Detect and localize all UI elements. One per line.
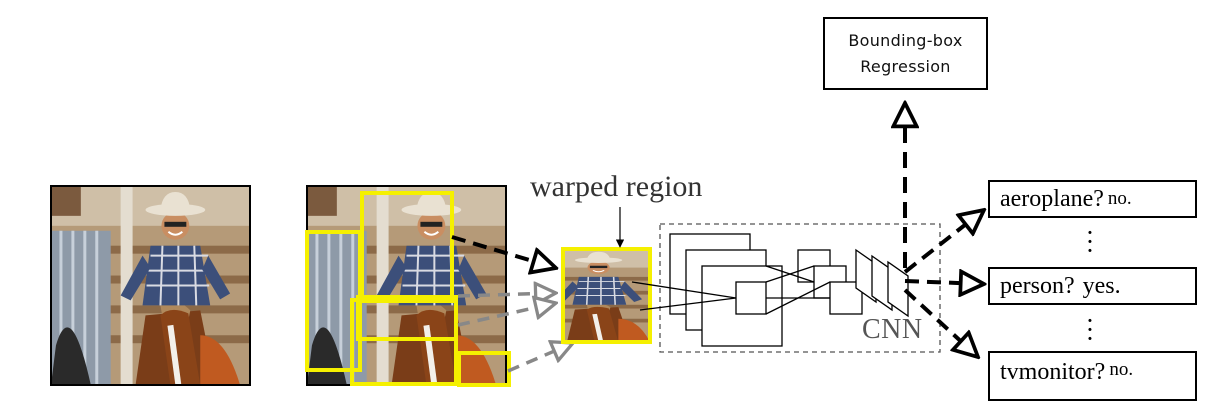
proposal-arrow — [507, 343, 573, 373]
class-arrow-tvmonitor — [903, 288, 978, 357]
region-proposal-box — [350, 298, 458, 386]
cowboy-photo-icon — [307, 186, 506, 385]
bbox-regression-box: Bounding-box Regression — [823, 17, 988, 90]
class-arrow-aeroplane — [903, 210, 984, 274]
cowboy-photo-icon — [51, 186, 250, 385]
input-image — [50, 185, 251, 386]
ellipsis-dots: ··· — [1085, 218, 1095, 265]
output-person: person? yes. — [988, 267, 1197, 305]
proposal-arrow — [451, 235, 556, 268]
cnn-label: CNN — [862, 314, 923, 345]
class-label: tvmonitor? — [1000, 359, 1106, 385]
output-tvmonitor: tvmonitor? no. — [988, 351, 1197, 401]
ellipsis-dots: ··· — [1085, 306, 1095, 353]
class-answer: no. — [1107, 188, 1132, 209]
class-arrow-person — [904, 281, 984, 284]
cnn-layers — [631, 233, 909, 347]
class-answer: yes. — [1082, 272, 1121, 299]
proposal-arrow — [457, 303, 556, 327]
class-label: aeroplane? — [1000, 185, 1104, 212]
cnn-container — [659, 223, 941, 353]
class-answer: no. — [1109, 359, 1134, 380]
bbox-regression-label: Bounding-box Regression — [848, 30, 963, 76]
proposal-image — [305, 185, 511, 387]
warped-region — [561, 247, 652, 344]
warped-region-label: warped region — [530, 170, 703, 203]
class-label: person? — [1000, 272, 1075, 299]
proposal-arrow — [457, 293, 556, 296]
output-aeroplane: aeroplane? no. — [988, 180, 1197, 218]
